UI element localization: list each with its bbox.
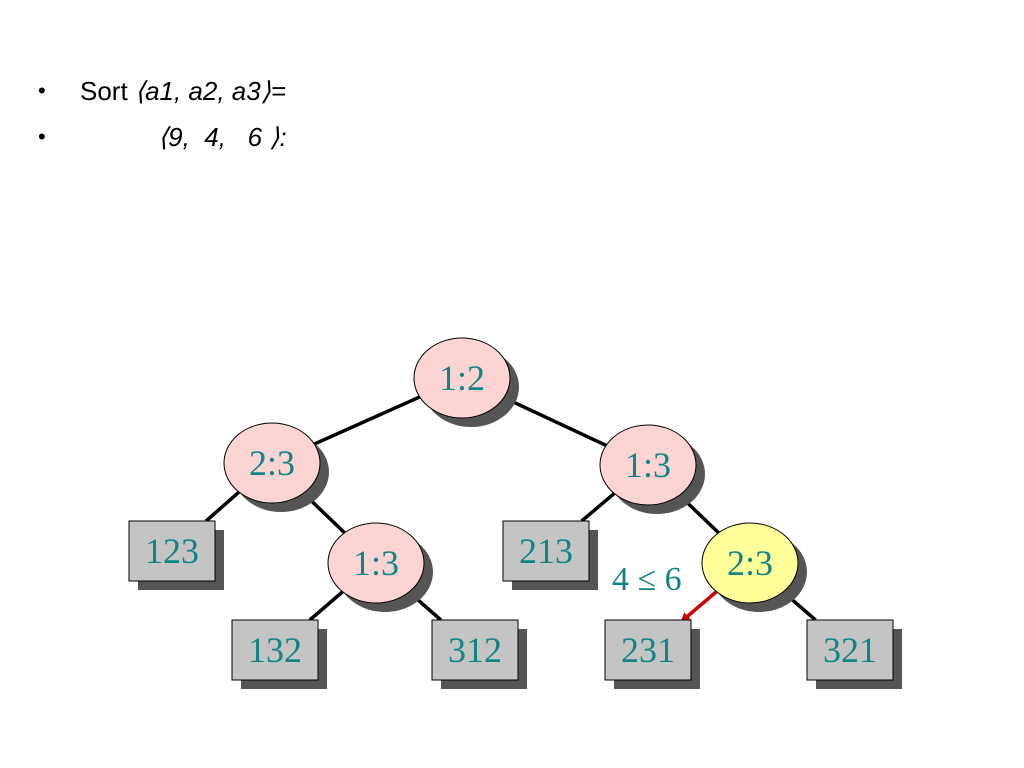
edge-n1-n2 xyxy=(313,395,421,446)
bullet-dot: • xyxy=(38,78,46,103)
leaf-box xyxy=(431,619,519,681)
node-n4: 1:3 xyxy=(327,522,433,612)
bullet-item-sort: • Sort ⟨a1, a2, a3⟩= xyxy=(38,72,738,118)
node-label: 1:3 xyxy=(625,445,671,485)
edges-layer xyxy=(204,395,817,623)
node-n2: 2:3 xyxy=(223,422,329,512)
node-n1: 1:2 xyxy=(413,337,519,427)
bullet-dot: • xyxy=(38,124,46,149)
edge-n3-l213 xyxy=(580,492,616,523)
nodes-layer: 1:2 2:3 1:3 1:3 2:3 123 132 312 213 231 321 xyxy=(128,337,902,689)
node-ellipse xyxy=(413,337,511,419)
edge-n4-l132 xyxy=(308,590,344,622)
highlight-node-ellipse xyxy=(701,522,799,604)
edge-n5-l231-highlight-arrow xyxy=(680,590,718,623)
edge-n2-l123 xyxy=(204,490,241,523)
leaf-label: 213 xyxy=(519,531,573,571)
leaf-label: 321 xyxy=(823,630,877,670)
bullet-list: • Sort ⟨a1, a2, a3⟩= • ⟨9, 4, 6 ⟩: xyxy=(38,72,738,164)
leaf-label: 123 xyxy=(145,531,199,571)
node-n3: 1:3 xyxy=(599,424,705,514)
leaf-label: 312 xyxy=(448,630,502,670)
leaf-l312: 312 xyxy=(431,619,527,689)
node-label: 1:3 xyxy=(353,543,399,583)
leaf-box xyxy=(806,619,894,681)
leaf-l231: 231 xyxy=(604,619,700,689)
leaf-label: 132 xyxy=(248,630,302,670)
bullet-text: Sort ⟨a1, a2, a3⟩= xyxy=(80,72,286,110)
leaf-l132: 132 xyxy=(231,619,327,689)
leaf-box xyxy=(502,520,590,582)
leaf-label: 231 xyxy=(621,630,675,670)
node-ellipse xyxy=(223,422,321,504)
node-ellipse xyxy=(327,522,425,604)
leaf-l123: 123 xyxy=(128,520,224,590)
node-label: 2:3 xyxy=(249,443,295,483)
node-ellipse xyxy=(599,424,697,506)
bullet-math: ⟨9, 4, 6 ⟩: xyxy=(158,122,287,152)
leaf-box xyxy=(231,619,319,681)
leaf-l213: 213 xyxy=(502,520,598,590)
leaf-box xyxy=(604,619,692,681)
node-label: 2:3 xyxy=(727,543,773,583)
bullet-text: ⟨9, 4, 6 ⟩: xyxy=(158,118,287,156)
edge-n1-n3 xyxy=(503,395,607,448)
bullet-math: ⟨a1, a2, a3⟩= xyxy=(134,76,287,106)
leaf-box xyxy=(128,520,216,582)
edge-label: 4 ≤ 6 xyxy=(612,561,682,598)
bullet-item-values: • ⟨9, 4, 6 ⟩: xyxy=(38,118,738,164)
node-label: 1:2 xyxy=(439,358,485,398)
bullet-prefix: Sort xyxy=(80,76,135,106)
leaf-l321: 321 xyxy=(806,619,902,689)
node-n5: 2:3 xyxy=(701,522,807,612)
